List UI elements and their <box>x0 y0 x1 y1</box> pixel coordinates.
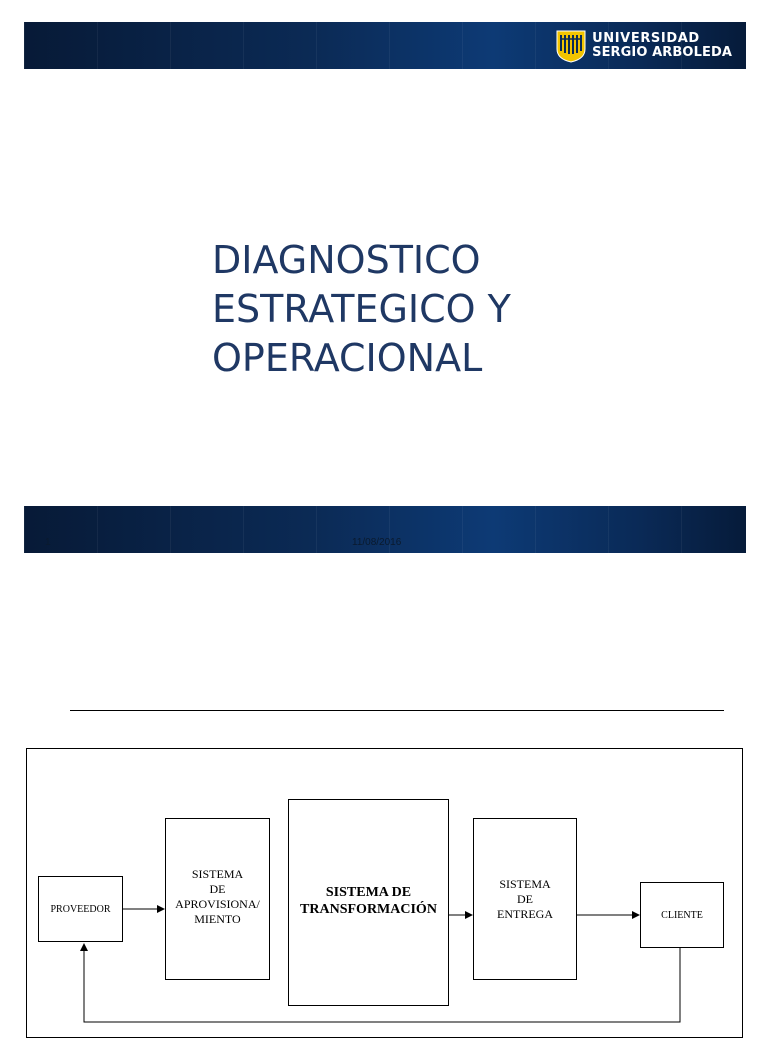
proveedor-box: PROVEEDOR <box>38 876 123 942</box>
aprovisionamiento-line: DE <box>209 882 226 896</box>
logo-line-1: UNIVERSIDAD <box>592 31 700 46</box>
logo-line-2: SERGIO ARBOLEDA <box>592 45 732 60</box>
title-line: DIAGNOSTICO <box>212 238 481 282</box>
cliente-box: CLIENTE <box>640 882 724 948</box>
transformacion-box: SISTEMA DE TRANSFORMACIÓN <box>288 799 449 1006</box>
entrega-line: ENTREGA <box>497 907 553 921</box>
horizontal-divider <box>70 710 724 711</box>
transformacion-line: SISTEMA DE <box>325 885 412 900</box>
aprovisionamiento-line: SISTEMA <box>191 867 244 881</box>
slide-title: DIAGNOSTICO ESTRATEGICO Y OPERACIONAL <box>212 236 692 383</box>
transformacion-line: TRANSFORMACIÓN <box>300 902 437 917</box>
title-line: OPERACIONAL <box>212 336 483 380</box>
shield-crest-icon <box>556 30 586 63</box>
footer-band <box>24 506 746 553</box>
aprovisionamiento-box: SISTEMA DE APROVISIONA/ MIENTO <box>165 818 270 980</box>
title-line: ESTRATEGICO Y <box>212 287 511 331</box>
cliente-label: CLIENTE <box>661 909 703 921</box>
aprovisionamiento-line: APROVISIONA/ <box>175 897 260 911</box>
entrega-line: SISTEMA <box>499 877 551 891</box>
university-logo: UNIVERSIDAD SERGIO ARBOLEDA <box>555 29 732 63</box>
slide-date: 11/08/2016 <box>352 537 402 548</box>
header-band: UNIVERSIDAD SERGIO ARBOLEDA <box>24 22 746 69</box>
entrega-line: DE <box>517 892 533 906</box>
proveedor-label: PROVEEDOR <box>50 903 111 915</box>
aprovisionamiento-line: MIENTO <box>194 912 241 926</box>
slide-number: 1 <box>45 537 51 548</box>
entrega-box: SISTEMA DE ENTREGA <box>473 818 577 980</box>
